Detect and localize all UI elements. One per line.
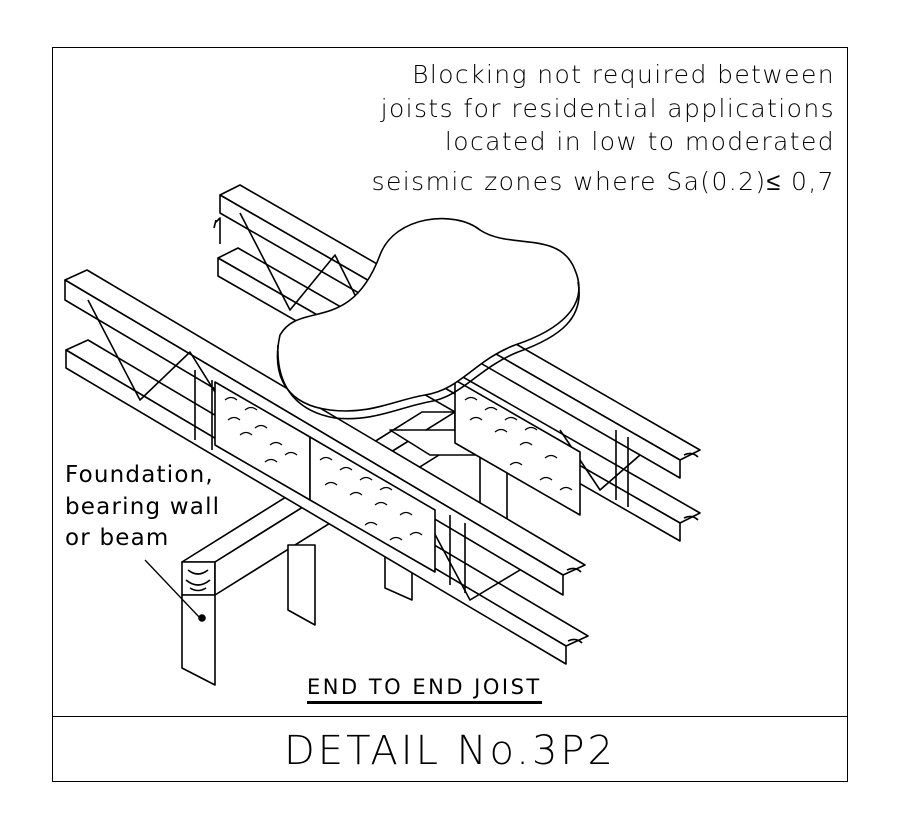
drawing-subtitle: END TO END JOIST — [307, 675, 542, 704]
title-block-divider — [52, 716, 848, 717]
floor-sheathing-cutaway — [276, 217, 580, 420]
blocking-panels — [214, 379, 581, 573]
note-line: joists for residential applications — [380, 94, 835, 123]
callout-dot — [198, 614, 206, 622]
callout-line: Foundation, — [65, 462, 214, 488]
callout-line: or beam — [65, 525, 170, 551]
drawing-frame — [52, 47, 848, 782]
note-line: located in low to moderated — [444, 127, 835, 156]
callout-leader — [144, 559, 201, 619]
detail-title: DETAIL No.3P2 — [284, 728, 616, 774]
callout-line: bearing wall — [65, 494, 221, 520]
note-line: seismic zones where Sa(0.2)≤ 0,7 — [371, 167, 835, 196]
note-line: Blocking not required between — [412, 60, 835, 89]
